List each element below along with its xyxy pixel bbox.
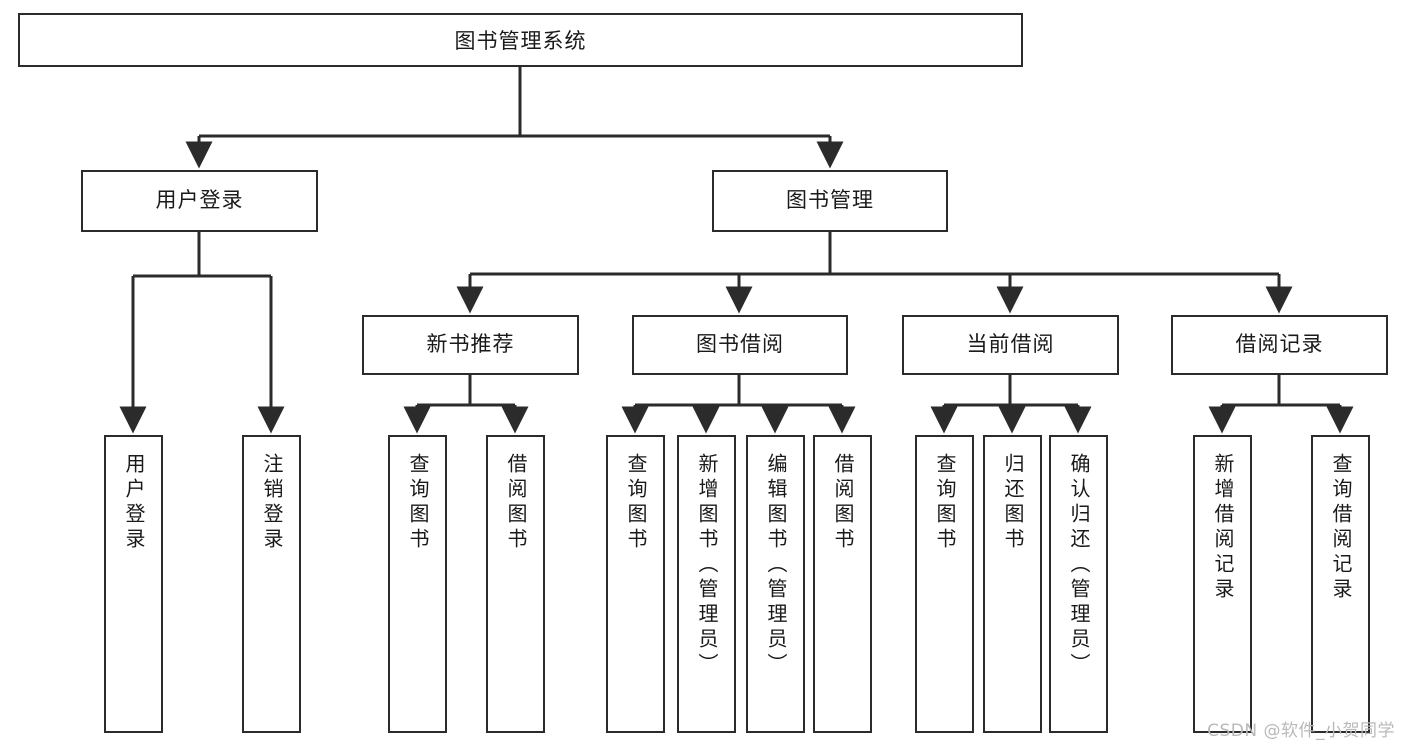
node-leaf-add-book[interactable]: 新增图书（管理员） [677, 435, 736, 733]
node-leaf-borrow-book-1-label: 借阅图书 [504, 453, 528, 553]
node-root[interactable]: 图书管理系统 [18, 13, 1023, 67]
node-leaf-query-record[interactable]: 查询借阅记录 [1311, 435, 1370, 733]
node-leaf-borrow-book-2-label: 借阅图书 [831, 453, 855, 553]
node-leaf-edit-book[interactable]: 编辑图书（管理员） [746, 435, 805, 733]
node-leaf-query-book-3-label: 查询图书 [933, 453, 957, 553]
node-new-book-recommend[interactable]: 新书推荐 [362, 315, 579, 375]
node-leaf-query-book-3[interactable]: 查询图书 [915, 435, 974, 733]
node-book-manage[interactable]: 图书管理 [712, 170, 948, 232]
node-leaf-add-record[interactable]: 新增借阅记录 [1193, 435, 1252, 733]
node-book-manage-label: 图书管理 [786, 188, 874, 213]
watermark: CSDN @软件_小贺同学 [1207, 721, 1395, 741]
node-leaf-query-book-2[interactable]: 查询图书 [606, 435, 665, 733]
node-book-borrow-label: 图书借阅 [696, 332, 784, 357]
node-user-login-label: 用户登录 [155, 188, 244, 213]
node-leaf-logout-login-label: 注销登录 [260, 453, 284, 553]
node-leaf-query-book-1-label: 查询图书 [406, 453, 430, 553]
node-current-borrow-label: 当前借阅 [966, 332, 1055, 357]
node-leaf-add-record-label: 新增借阅记录 [1211, 453, 1235, 603]
node-leaf-query-book-2-label: 查询图书 [624, 453, 648, 553]
node-user-login[interactable]: 用户登录 [81, 170, 318, 232]
node-leaf-borrow-book-2[interactable]: 借阅图书 [813, 435, 872, 733]
node-leaf-borrow-book-1[interactable]: 借阅图书 [486, 435, 545, 733]
node-leaf-edit-book-label: 编辑图书（管理员） [764, 453, 788, 678]
node-new-book-recommend-label: 新书推荐 [426, 332, 515, 357]
node-current-borrow[interactable]: 当前借阅 [902, 315, 1119, 375]
node-leaf-confirm-return-label: 确认归还（管理员） [1067, 453, 1091, 678]
node-leaf-confirm-return[interactable]: 确认归还（管理员） [1049, 435, 1108, 733]
node-borrow-record-label: 借阅记录 [1235, 332, 1324, 357]
node-leaf-return-book-label: 归还图书 [1001, 453, 1025, 553]
node-root-label: 图书管理系统 [454, 29, 587, 53]
node-leaf-user-login[interactable]: 用户登录 [104, 435, 163, 733]
node-borrow-record[interactable]: 借阅记录 [1171, 315, 1388, 375]
node-leaf-return-book[interactable]: 归还图书 [983, 435, 1042, 733]
node-leaf-user-login-label: 用户登录 [122, 453, 146, 553]
node-leaf-logout-login[interactable]: 注销登录 [242, 435, 301, 733]
node-leaf-query-record-label: 查询借阅记录 [1329, 453, 1353, 603]
node-leaf-query-book-1[interactable]: 查询图书 [388, 435, 447, 733]
node-leaf-add-book-label: 新增图书（管理员） [695, 453, 719, 678]
node-book-borrow[interactable]: 图书借阅 [632, 315, 848, 375]
